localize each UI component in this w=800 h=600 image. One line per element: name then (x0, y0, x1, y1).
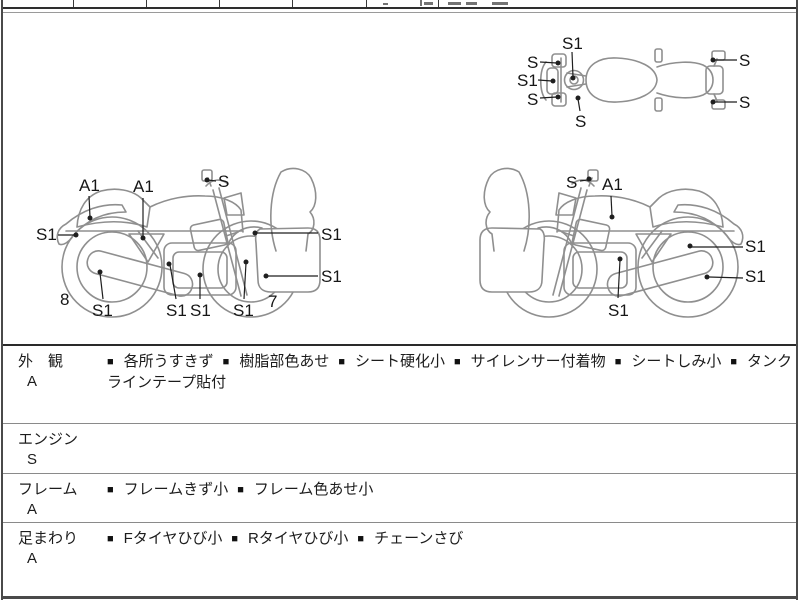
grade-value: S (27, 451, 38, 468)
defect-item-text: サイレンサー付着物 (470, 353, 606, 370)
wheel-number: 8 (60, 290, 70, 309)
clipped-text-fragment (383, 3, 388, 5)
defect-item-text: シート硬化小 (355, 353, 446, 370)
header-cell-border (292, 0, 293, 8)
defect-item: ■ Fタイヤひび小 (107, 530, 222, 547)
defect-item-text: タンクラインテープ貼付 (107, 353, 793, 391)
category-label: フレーム (18, 481, 78, 498)
defect-item: ■ Rタイヤひび小 (231, 530, 348, 547)
bullet-square-icon: ■ (107, 356, 114, 368)
defect-label: S1 (517, 71, 538, 90)
clipped-text-fragment (420, 0, 422, 6)
defect-item-text: フレームきず小 (123, 481, 229, 498)
defect-label: S (739, 93, 751, 112)
bullet-square-icon: ■ (237, 484, 244, 496)
defect-item: ■ 樹脂部色あせ (223, 353, 330, 370)
defect-label: S (566, 173, 578, 192)
defect-item: ■ シートしみ小 (615, 353, 722, 370)
defect-item: ■ チェーンさび (357, 530, 463, 547)
defect-label: S1 (321, 225, 342, 244)
wheel-number: 7 (268, 292, 278, 311)
condition-row: フレーム A ■ フレームきず小 ■ フレーム色あせ小 (3, 473, 796, 522)
header-cell-border (366, 0, 367, 8)
bullet-square-icon: ■ (338, 356, 345, 368)
bullet-square-icon: ■ (231, 533, 239, 545)
header-cell-border (438, 0, 439, 8)
defect-label: S1 (92, 301, 113, 320)
defect-label: S (527, 90, 539, 109)
grade-value: A (27, 501, 38, 518)
defect-items: ■ Fタイヤひび小 ■ Rタイヤひび小 ■ チェーンさび (107, 529, 797, 550)
header-row-bottom-border (1, 7, 798, 9)
defect-label: S1 (745, 237, 766, 256)
motorcycle-top-view (539, 48, 726, 112)
defect-item: ■タンクラインテープ貼付 (107, 353, 792, 391)
grade-value: A (27, 373, 38, 390)
defect-label: A1 (133, 177, 154, 196)
defect-item-text: シートしみ小 (631, 353, 722, 370)
defect-item: ■ フレーム色あせ小 (237, 481, 373, 498)
clipped-text-fragment (466, 2, 477, 5)
clipped-text-fragment (424, 2, 433, 5)
defect-item: ■ フレームきず小 (107, 481, 228, 498)
bullet-square-icon: ■ (454, 356, 461, 368)
bullet-square-icon: ■ (730, 356, 738, 368)
category-label: エンジン (18, 431, 79, 448)
defect-item-text: 各所うすきず (123, 353, 214, 370)
leader-lines (58, 51, 744, 300)
defect-item-text: Fタイヤひび小 (123, 530, 223, 547)
header-cell-border (73, 0, 74, 8)
defect-item: ■ 各所うすきず (107, 353, 214, 370)
defect-items: ■ フレームきず小 ■ フレーム色あせ小 (107, 480, 797, 501)
defect-label: S (218, 172, 230, 191)
defect-label: S1 (745, 267, 766, 286)
content-box-border (796, 0, 798, 600)
defect-label: S (739, 51, 751, 70)
defect-item-text: 樹脂部色あせ (239, 353, 330, 370)
defect-label: S (575, 112, 587, 131)
defect-label: S1 (608, 301, 629, 320)
clipped-text-fragment (448, 2, 461, 5)
defect-label: S (527, 53, 539, 72)
grade-value: A (27, 550, 38, 567)
bullet-square-icon: ■ (107, 484, 114, 496)
condition-row: 外 観 A ■ 各所うすきず ■ 樹脂部色あせ ■ シート硬化小 ■ サイレンサー付着物 ■ シートし… (3, 346, 796, 423)
header-cell-border (146, 0, 147, 8)
header-cell-border (219, 0, 220, 8)
defect-label: S1 (233, 301, 254, 320)
defect-item-text: Rタイヤひび小 (248, 530, 349, 547)
defect-label: S1 (562, 34, 583, 53)
bullet-square-icon: ■ (614, 356, 622, 368)
defect-label: S1 (166, 301, 187, 320)
condition-row: 足まわり A ■ Fタイヤひび小 ■ Rタイヤひび小 ■ チェーンさび (3, 522, 796, 599)
category-label: 外 観 (18, 353, 64, 370)
defect-label: A1 (602, 175, 623, 194)
content-box-border (1, 596, 798, 599)
bullet-square-icon: ■ (107, 533, 114, 545)
defect-label: A1 (79, 176, 100, 195)
bullet-square-icon: ■ (222, 356, 230, 368)
defect-label: S1 (321, 267, 342, 286)
content-box-border (1, 12, 798, 13)
defect-item-text: チェーンさび (374, 530, 464, 547)
defect-item: ■ サイレンサー付着物 (454, 353, 606, 370)
bullet-square-icon: ■ (357, 533, 365, 545)
clipped-text-fragment (492, 2, 508, 5)
condition-row: エンジン S (3, 423, 796, 473)
content-box-border (1, 0, 3, 600)
defect-label: S1 (36, 225, 57, 244)
defect-item-text: フレーム色あせ小 (253, 481, 374, 498)
condition-table: 外 観 A ■ 各所うすきず ■ 樹脂部色あせ ■ シート硬化小 ■ サイレンサー付着物 ■ シートし… (3, 344, 796, 599)
defect-item: ■ シート硬化小 (338, 353, 445, 370)
defect-items: ■各所うすきず■樹脂部色あせ■シート硬化小■サイレンサー付着物■シートしみ小■タ… (107, 352, 797, 393)
defect-label: S1 (190, 301, 211, 320)
category-label: 足まわり (18, 530, 79, 547)
